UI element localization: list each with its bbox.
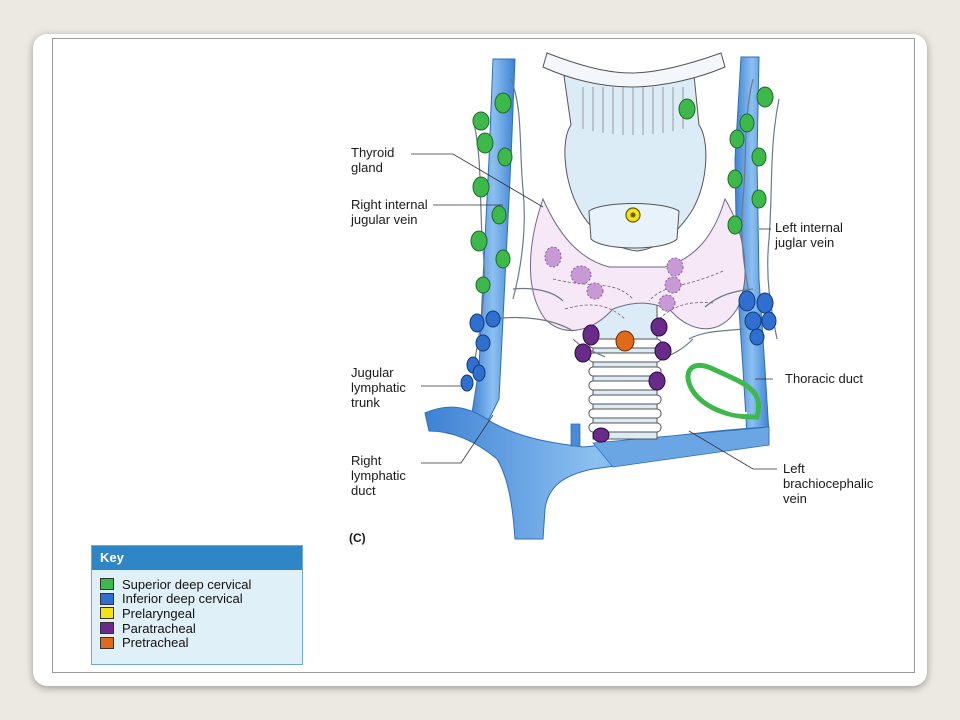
label-line: Right internal	[351, 197, 428, 212]
label-line: Left internal	[775, 220, 843, 235]
label-line: vein	[783, 491, 807, 506]
paratracheal-nodes	[574, 317, 672, 443]
label-thyroid-gland: Thyroid gland	[351, 145, 394, 175]
small-vein-stub	[570, 423, 581, 447]
label-line: Thoracic duct	[785, 371, 864, 386]
leader-lines	[411, 153, 777, 470]
thoracic-duct	[685, 362, 762, 420]
key-label: Pretracheal	[122, 635, 189, 651]
lymph-vessels	[472, 78, 780, 370]
key-swatch	[100, 592, 114, 605]
label-line: lymphatic	[351, 468, 406, 483]
neck-lymphatics-diagram	[411, 52, 780, 540]
cricoid-cartilage	[588, 203, 680, 249]
pretracheal-node	[615, 330, 635, 352]
thyrohyoid-membrane	[582, 87, 684, 135]
key-item: Inferior deep cervical	[92, 591, 302, 607]
key-label: Paratracheal	[122, 620, 196, 636]
label-line: Right	[351, 453, 382, 468]
panel-letter: (C)	[349, 531, 366, 545]
label-line: trunk	[351, 395, 380, 410]
key-item: Superior deep cervical	[92, 577, 302, 592]
label-thoracic-duct: Thoracic duct	[785, 371, 863, 386]
superior-deep-cervical-nodes	[470, 86, 774, 294]
key-item: Paratracheal	[92, 621, 302, 636]
thoracic-duct-outer	[704, 375, 748, 415]
label-left-internal-jugular-vein: Left internal juglar vein	[775, 220, 843, 250]
key-swatch	[100, 622, 114, 635]
thyroid-lobe-nodes	[544, 246, 684, 312]
hyoid-bone	[542, 52, 726, 88]
key-item: Pretracheal	[92, 635, 302, 650]
label-line: duct	[351, 483, 376, 498]
trachea	[588, 288, 662, 440]
key-title: Key	[92, 546, 302, 570]
figure-panel: Thyroid gland Right internal jugular vei…	[52, 38, 915, 673]
key-label: Inferior deep cervical	[122, 591, 243, 607]
key-swatch	[100, 578, 114, 591]
label-line: Jugular	[351, 365, 394, 380]
label-right-internal-jugular-vein: Right internal jugular vein	[351, 197, 428, 227]
label-line: Left	[783, 461, 805, 476]
key-item: Prelaryngeal	[92, 606, 302, 621]
key-swatch	[100, 636, 114, 649]
key-label: Prelaryngeal	[122, 605, 195, 621]
left-brachiocephalic-vein	[592, 426, 770, 468]
key-swatch	[100, 607, 114, 620]
label-left-brachiocephalic-vein: Left brachiocephalic vein	[783, 461, 873, 506]
label-jugular-lymphatic-trunk: Jugular lymphatic trunk	[351, 365, 406, 410]
label-right-lymphatic-duct: Right lymphatic duct	[351, 453, 406, 498]
label-line: jugular vein	[351, 212, 418, 227]
thyroid-gland	[530, 197, 746, 331]
label-line: lymphatic	[351, 380, 406, 395]
key-label: Superior deep cervical	[122, 576, 252, 592]
inferior-deep-cervical-nodes	[460, 290, 777, 392]
prelaryngeal-node-center	[630, 212, 636, 218]
label-line: brachiocephalic	[783, 476, 874, 491]
label-line: gland	[351, 160, 383, 175]
label-line: juglar vein	[775, 235, 835, 250]
label-line: Thyroid	[351, 145, 395, 160]
